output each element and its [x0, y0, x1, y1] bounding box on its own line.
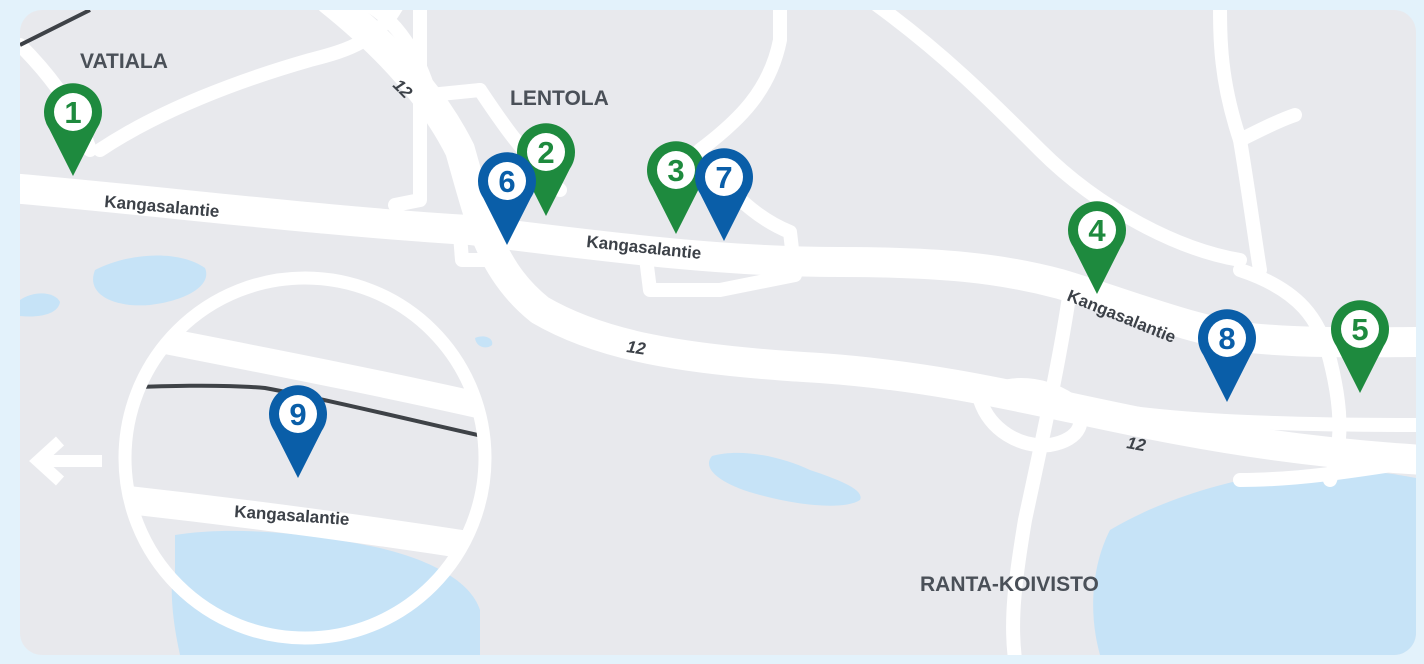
- route-label-12: 12: [625, 337, 647, 359]
- marker-inner-circle: [527, 133, 565, 171]
- lake-west-edge: [20, 293, 60, 317]
- lake-east: [1093, 469, 1416, 655]
- location-marker-8[interactable]: 8: [1197, 309, 1256, 402]
- location-marker-1[interactable]: 1: [44, 83, 102, 176]
- marker-inner-circle: [705, 158, 743, 196]
- marker-number: 3: [667, 153, 684, 188]
- road-route-12: [315, 10, 1416, 475]
- location-marker-9[interactable]: 9: [269, 385, 327, 478]
- marker-number: 2: [537, 135, 554, 170]
- marker-inner-circle: [1341, 310, 1379, 348]
- marker-inner-circle: [657, 151, 695, 189]
- marker-number: 6: [498, 164, 515, 199]
- railway-line: [20, 10, 91, 47]
- marker-number: 5: [1351, 312, 1368, 347]
- marker-number: 1: [64, 95, 81, 130]
- route-label-12: 12: [1125, 433, 1147, 455]
- location-marker-5[interactable]: 5: [1331, 300, 1390, 393]
- location-marker-4[interactable]: 4: [1068, 201, 1126, 294]
- marker-inner-circle: [1208, 319, 1246, 357]
- location-marker-2[interactable]: 2: [517, 123, 576, 216]
- location-marker-6[interactable]: 6: [478, 152, 536, 245]
- marker-inner-circle: [1078, 211, 1116, 249]
- marker-number: 9: [289, 397, 306, 432]
- marker-number: 4: [1088, 213, 1106, 248]
- location-marker-3[interactable]: 3: [647, 141, 705, 234]
- marker-number: 8: [1218, 321, 1235, 356]
- area-label-ranta-koivisto: RANTA-KOIVISTO: [920, 573, 1099, 596]
- inset-railway-line: [125, 383, 485, 442]
- inset-road-kangasalantie: [125, 484, 485, 564]
- area-label-vatiala: VATIALA: [80, 50, 168, 73]
- lake-west: [93, 255, 207, 306]
- area-label-lentola: LENTOLA: [510, 87, 609, 110]
- location-marker-7[interactable]: 7: [695, 148, 753, 241]
- marker-inner-circle: [279, 395, 317, 433]
- marker-inner-circle: [54, 93, 92, 131]
- lake-middle: [708, 452, 861, 506]
- lake-pond: [475, 336, 493, 348]
- marker-number: 7: [715, 160, 732, 195]
- arrow-left-icon[interactable]: [29, 436, 102, 486]
- marker-inner-circle: [488, 162, 526, 200]
